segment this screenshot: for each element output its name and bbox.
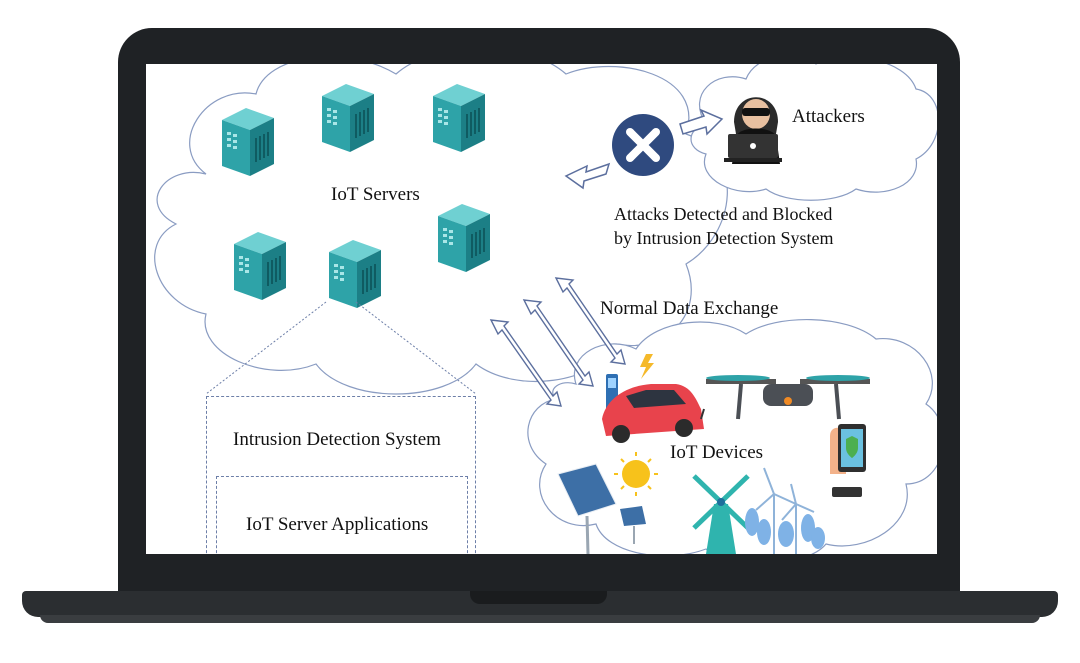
drone-icon (706, 375, 870, 420)
laptop-screen: IoT Servers Attackers Attacks Detected a… (146, 64, 937, 554)
server-icon (233, 231, 287, 301)
iot-servers-label: IoT Servers (331, 184, 420, 205)
data-exchange-arrows (489, 277, 626, 407)
normal-data-exchange-label: Normal Data Exchange (600, 298, 779, 319)
attack-arrow-icon (564, 108, 724, 190)
server-icon (221, 107, 275, 177)
laptop-base-shadow (40, 615, 1040, 623)
attackers-label: Attackers (792, 106, 865, 127)
iot-devices-label: IoT Devices (670, 442, 764, 463)
attackers-cloud (690, 64, 937, 201)
server-applications-box: IoT Server Applications (216, 476, 468, 554)
server-applications-label: IoT Server Applications (246, 514, 429, 535)
iot-devices-cloud (527, 318, 937, 554)
attacks-blocked-label-line2: by Intrusion Detection System (614, 228, 834, 248)
server-icon (328, 239, 382, 309)
hacker-icon (724, 97, 782, 164)
electric-car-icon (602, 354, 705, 443)
laptop-notch (470, 591, 607, 604)
server-icon (321, 83, 375, 153)
attacks-blocked-label-line1: Attacks Detected and Blocked (614, 204, 833, 224)
smartphone-shield-icon (830, 424, 866, 497)
diagram-canvas (154, 64, 937, 554)
block-x-icon (612, 114, 674, 176)
server-icon (437, 203, 491, 273)
wind-turbine-icon (755, 467, 815, 554)
windmill-icon (692, 474, 750, 554)
ids-label: Intrusion Detection System (233, 429, 441, 450)
ids-box: Intrusion Detection System (206, 396, 476, 554)
sun-icon (614, 452, 658, 496)
tree-icon (745, 508, 825, 549)
solar-panel-icon (557, 463, 646, 554)
server-icon (432, 83, 486, 153)
